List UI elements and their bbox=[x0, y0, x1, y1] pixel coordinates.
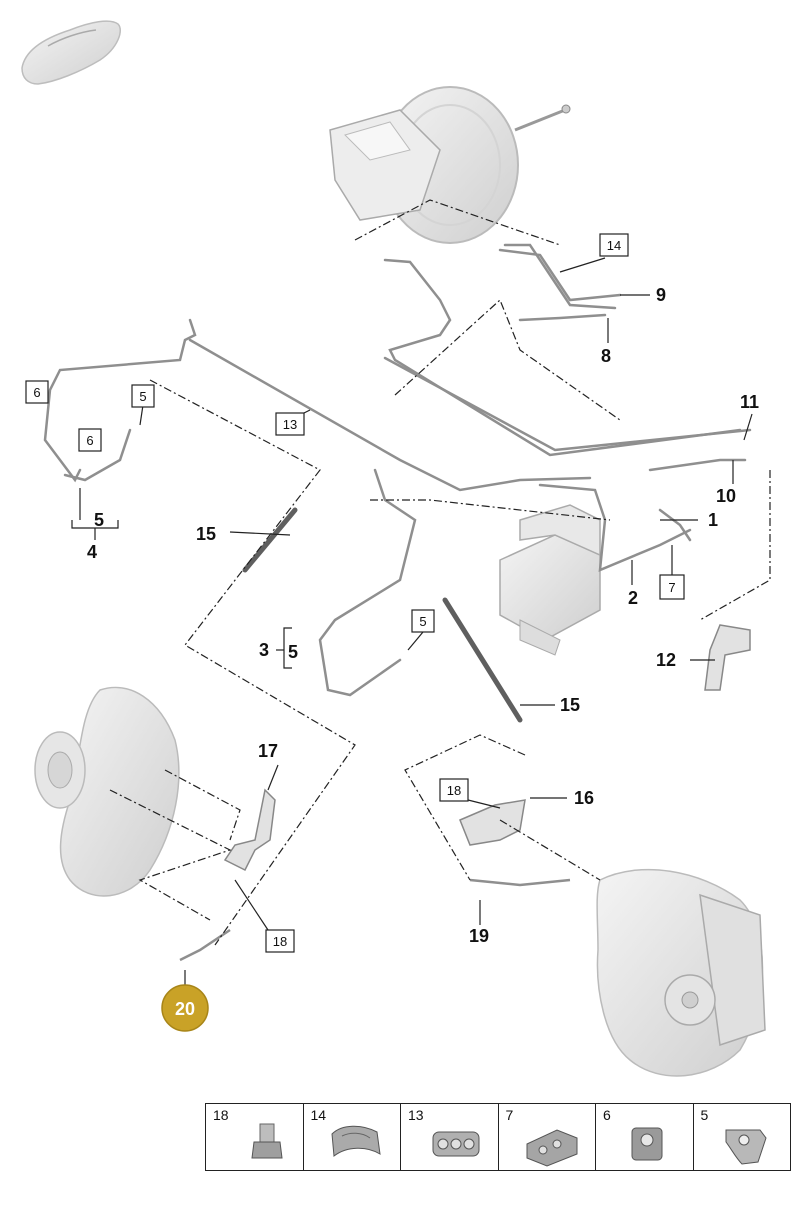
triple-clip-icon bbox=[526, 1129, 577, 1167]
boxed-callout-14: 14 bbox=[599, 233, 629, 257]
legend-cell-14: 14 bbox=[304, 1104, 401, 1170]
brake-line-20 bbox=[179, 928, 231, 962]
svg-text:6: 6 bbox=[86, 433, 93, 448]
brake-hose-15-lower bbox=[442, 597, 523, 723]
callout-20-highlight[interactable]: 20 bbox=[161, 984, 209, 1032]
callout-15-lower: 15 bbox=[560, 695, 580, 715]
bracket-clip-icon bbox=[725, 1129, 767, 1165]
svg-text:13: 13 bbox=[283, 417, 297, 432]
svg-text:5: 5 bbox=[419, 614, 426, 629]
bracket-16 bbox=[459, 799, 526, 846]
svg-text:18: 18 bbox=[447, 783, 461, 798]
legend-number: 6 bbox=[603, 1107, 611, 1123]
callout-10: 10 bbox=[716, 486, 736, 506]
callout-3: 3 bbox=[259, 640, 269, 660]
legend-number: 5 bbox=[700, 1107, 709, 1123]
boxed-callout-6-bottom: 6 bbox=[78, 428, 102, 452]
bolt-icon bbox=[251, 1123, 283, 1159]
quad-clip-icon bbox=[432, 1131, 480, 1157]
right-wheel-carrier bbox=[596, 868, 766, 1077]
callout-4: 4 bbox=[87, 542, 97, 562]
boxed-callout-6-top: 6 bbox=[25, 380, 49, 404]
callout-5-center: 5 bbox=[288, 642, 298, 662]
legend-cell-6: 6 bbox=[596, 1104, 694, 1170]
legend-number: 13 bbox=[408, 1107, 424, 1123]
callout-11: 11 bbox=[740, 392, 759, 412]
svg-text:14: 14 bbox=[607, 238, 621, 253]
double-clip-icon bbox=[330, 1125, 381, 1157]
brake-hose-15-upper bbox=[242, 507, 298, 573]
svg-text:5: 5 bbox=[139, 389, 146, 404]
callout-19: 19 bbox=[469, 926, 489, 946]
single-clip-icon bbox=[631, 1127, 663, 1161]
abs-hydraulic-unit bbox=[499, 504, 601, 656]
car-thumbnail-icon bbox=[21, 20, 121, 85]
boxed-callout-7: 7 bbox=[659, 574, 685, 600]
svg-text:6: 6 bbox=[33, 385, 40, 400]
dash-dot-leaders bbox=[109, 199, 771, 946]
callout-9: 9 bbox=[656, 285, 666, 305]
left-wheel-carrier bbox=[34, 686, 180, 897]
legend-number: 14 bbox=[310, 1107, 327, 1123]
callout-leaders bbox=[71, 257, 753, 985]
legend-cell-18: 18 bbox=[206, 1104, 304, 1170]
brake-lines bbox=[43, 243, 752, 697]
parts-legend-table: 18 14 13 7 6 bbox=[205, 1103, 791, 1171]
callout-15-upper: 15 bbox=[196, 524, 216, 544]
brake-booster-master-cylinder bbox=[329, 86, 571, 244]
legend-cell-13: 13 bbox=[401, 1104, 499, 1170]
legend-cell-5: 5 bbox=[694, 1104, 791, 1170]
boxed-callout-5-center: 5 bbox=[411, 609, 435, 633]
brake-line-19 bbox=[469, 878, 571, 887]
bracket-17 bbox=[223, 788, 276, 872]
svg-text:18: 18 bbox=[273, 934, 287, 949]
svg-text:7: 7 bbox=[668, 580, 675, 595]
legend-number: 7 bbox=[505, 1107, 514, 1123]
legend-cell-7: 7 bbox=[499, 1104, 596, 1170]
callout-17: 17 bbox=[258, 741, 278, 761]
callout-8: 8 bbox=[601, 346, 611, 366]
boxed-callout-18-left: 18 bbox=[265, 929, 295, 953]
callout-16: 16 bbox=[574, 788, 594, 808]
legend-number: 18 bbox=[213, 1107, 229, 1123]
boxed-callout-13: 13 bbox=[275, 412, 305, 436]
callout-20-label: 20 bbox=[175, 999, 195, 1019]
callout-1: 1 bbox=[708, 510, 718, 530]
boxed-callout-18-right: 18 bbox=[439, 778, 469, 802]
callout-12: 12 bbox=[656, 650, 676, 670]
boxed-callout-5-left: 5 bbox=[131, 384, 155, 408]
bracket-12 bbox=[704, 624, 751, 691]
callout-2: 2 bbox=[628, 588, 638, 608]
callout-5-left: 5 bbox=[94, 510, 104, 530]
